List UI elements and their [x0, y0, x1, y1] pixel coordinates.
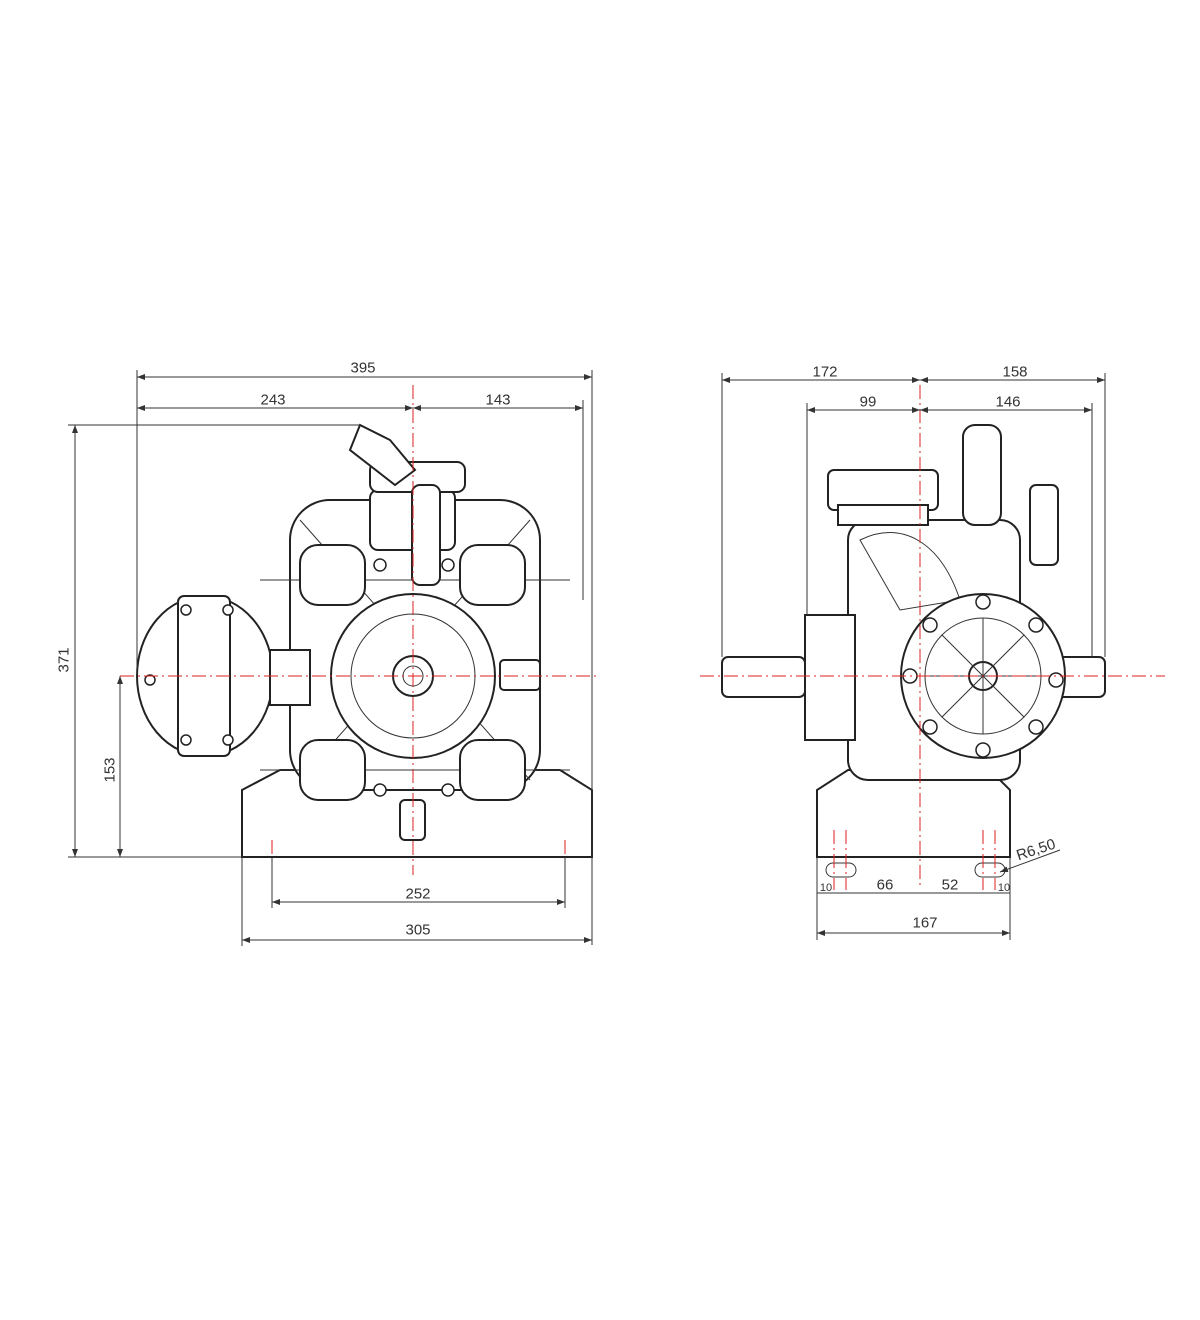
- dim-axis-to-right: 143: [485, 391, 511, 409]
- dim-left-to-axis: 243: [260, 391, 286, 409]
- dim-slot-right: 10: [997, 882, 1011, 894]
- side-view-pump: [721, 424, 1106, 878]
- dim-base-depth: 167: [912, 914, 938, 932]
- centerlines: [120, 385, 1165, 890]
- dim-hole-left-to-axis: 66: [876, 876, 894, 894]
- dim-side-left-overall: 172: [812, 363, 838, 381]
- dim-slot-left: 10: [819, 882, 833, 894]
- dim-overall-height: 371: [55, 647, 73, 673]
- dim-side-left-body: 99: [859, 393, 877, 411]
- dim-side-right-body: 146: [995, 393, 1021, 411]
- dim-overall-width: 395: [350, 359, 376, 377]
- dimension-lines: [68, 370, 1106, 946]
- dim-axis-to-hole-right: 52: [941, 876, 959, 894]
- dim-base-width: 305: [405, 921, 431, 939]
- dim-axis-height: 153: [101, 757, 119, 783]
- front-view-pump: [136, 423, 593, 858]
- dim-side-right-overall: 158: [1002, 363, 1028, 381]
- dim-mount-hole-spacing: 252: [405, 885, 431, 903]
